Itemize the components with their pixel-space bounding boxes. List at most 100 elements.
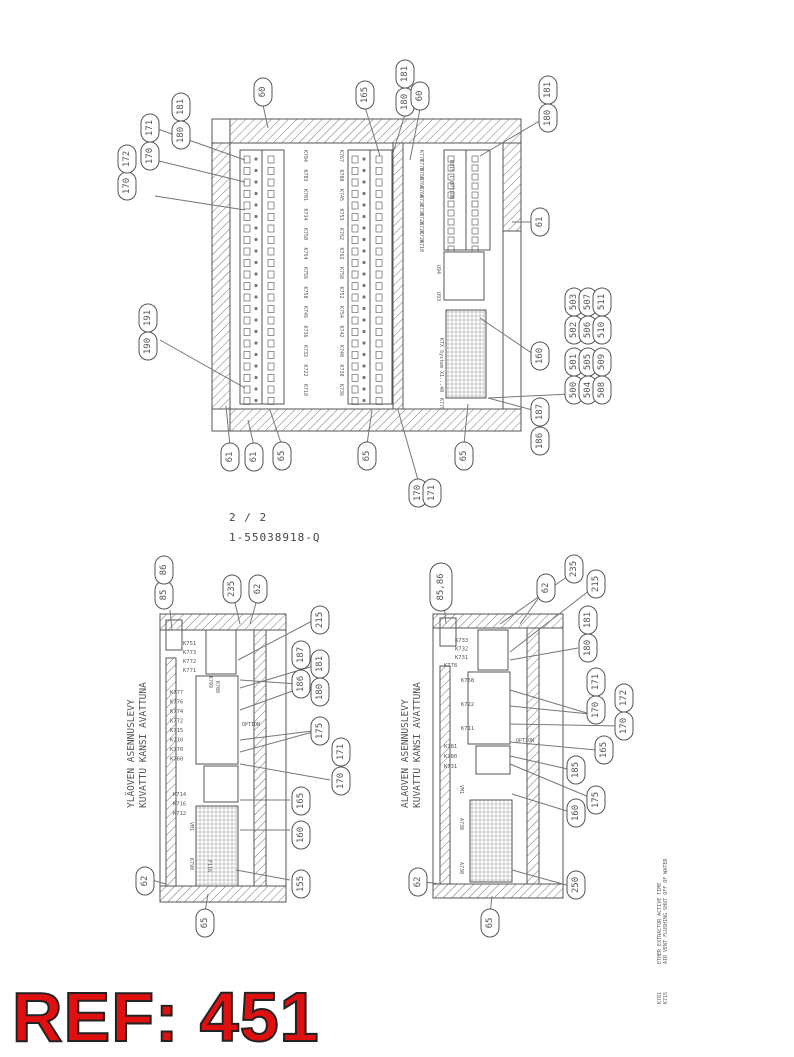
top-upper-tag: K746 — [302, 306, 308, 318]
callout-t170b: 170 — [140, 141, 160, 171]
callout-text: 65 — [459, 451, 469, 462]
callout-text: 171 — [145, 120, 155, 136]
top-upper-tag: K784 — [302, 150, 308, 162]
br-option: OPTION — [516, 738, 534, 744]
callout-bl62b: 62 — [135, 866, 155, 896]
callout-text: 507 — [583, 294, 593, 310]
bl-top-tag: K771 — [183, 668, 196, 674]
callout-bl86: 86 — [154, 555, 174, 585]
callout-t181b: 181 — [171, 92, 191, 122]
top-middle-tag: K767 — [338, 150, 344, 162]
terminal-label: KTX System X1...40 — [438, 338, 444, 392]
bottom-right-panel: K733K732K731K778K711K722K768K781K780K731… — [424, 575, 621, 915]
callout-text: 61 — [535, 217, 545, 228]
callout-text: 65 — [485, 918, 495, 929]
bl-row-tag: K777 — [170, 690, 183, 696]
top-middle-tag: K740 — [338, 345, 344, 357]
note-line-1: ETHER EXTRACTOR ACTIVE TIME — [657, 883, 663, 964]
br-top-tag: K733 — [455, 638, 468, 644]
callout-text: 503 — [569, 294, 579, 310]
callout-bl181: 181 — [310, 649, 330, 679]
callout-text: 180 — [315, 684, 325, 700]
callout-text: 61 — [225, 452, 235, 463]
callout-text: 60 — [415, 91, 425, 102]
callout-br65: 65 — [480, 908, 500, 938]
bl-vm1: VM1 — [188, 822, 194, 831]
bl-k709: K709 — [207, 676, 213, 688]
top-upper-tag: K783 — [302, 170, 308, 182]
callout-text: 62 — [541, 583, 551, 594]
callout-bl155: 155 — [291, 869, 311, 899]
bl-title-1: YLÄOVEN ASENNUSLEVY — [126, 699, 137, 808]
callout-text: 172 — [619, 690, 629, 706]
callout-text: 61 — [249, 452, 259, 463]
top-option-label: N915 1 OPTION — [448, 160, 454, 199]
callout-text: 62 — [140, 876, 150, 887]
bl-top-tag: K773 — [183, 650, 196, 656]
callout-br62b: 62 — [408, 867, 428, 897]
callout-text: 180 — [543, 110, 553, 126]
callout-t172a: 172 — [117, 144, 137, 174]
top-right-tag: K733 — [418, 195, 424, 207]
callout-text: 65 — [277, 451, 287, 462]
br-hatch-top — [432, 613, 564, 629]
bl-fuse: F116 — [206, 860, 212, 872]
callout-text: 215 — [315, 612, 325, 628]
column-1 — [239, 149, 285, 405]
top-right-tag: K777 — [418, 150, 424, 162]
bottom-hatch — [229, 408, 522, 432]
top-right-tag: K728 — [418, 213, 424, 225]
callout-text: 187 — [535, 404, 545, 420]
top-middle-tag: K752 — [338, 287, 344, 299]
top-upper-tag: K732 — [302, 345, 308, 357]
callout-text: 180 — [176, 127, 186, 143]
callout-text: 62 — [253, 584, 263, 595]
callout-text: 175 — [591, 792, 601, 808]
top-right-tag: K710 — [418, 240, 424, 252]
callout-bl165: 165 — [291, 786, 311, 816]
callout-bl62a: 62 — [248, 574, 268, 604]
top-middle-tag: K754 — [338, 306, 344, 318]
callout-text: 181 — [583, 612, 593, 628]
bl-row-tag: K710 — [170, 738, 183, 744]
br-row-tag: K768 — [461, 678, 474, 684]
callout-text: 175 — [315, 723, 325, 739]
callout-text: 170 — [413, 485, 423, 501]
br-a730: A730 — [458, 862, 464, 874]
drawing-number: 1-55038918-Q — [229, 531, 321, 544]
br-title-2: KUVATTU KANSI AVATTUNA — [412, 682, 423, 808]
callout-text: 190 — [143, 338, 153, 354]
top-panel: N915 1 OPTION K784K783K701K734K750K754K7… — [154, 104, 571, 481]
top-upper-tag: K750 — [302, 228, 308, 240]
callout-t187a: 187 — [530, 397, 550, 427]
top-middle-tag: K753 — [338, 209, 344, 221]
bl-hatch-left — [165, 657, 177, 887]
callout-t65c: 65 — [454, 441, 474, 471]
callout-text: 170 — [619, 718, 629, 734]
callout-text: 170 — [336, 773, 346, 789]
callout-bl175: 175 — [310, 716, 330, 746]
callout-bl187: 187 — [291, 640, 311, 670]
callout-br215: 215 — [586, 569, 606, 599]
br-row-tag: K722 — [461, 702, 474, 708]
note-code-2: K715 — [663, 992, 669, 1004]
top-tags-upper: K784K783K701K734K750K754K756K758K746K736… — [302, 150, 308, 396]
callout-text: 170 — [591, 702, 601, 718]
callout-br175: 175 — [586, 785, 606, 815]
bl-option: OPTION — [242, 722, 260, 728]
br-row-tag: K711 — [461, 726, 474, 732]
callout-t60b: 60 — [410, 81, 430, 111]
callout-t181a: 181 — [395, 59, 415, 89]
callout-text: 155 — [296, 876, 306, 892]
bl-k790: K790 — [188, 858, 194, 870]
callout-t510: 510 — [592, 315, 612, 345]
top-right-tag: K766 — [418, 177, 424, 189]
top-middle-tag: K762 — [338, 248, 344, 260]
top-middle-tag: K708 — [338, 170, 344, 182]
top-middle-tag: K762 — [338, 228, 344, 240]
callout-text: 185 — [571, 762, 581, 778]
br-leaders — [424, 575, 621, 915]
callout-text: 160 — [571, 805, 581, 821]
callout-text: 215 — [591, 576, 601, 592]
